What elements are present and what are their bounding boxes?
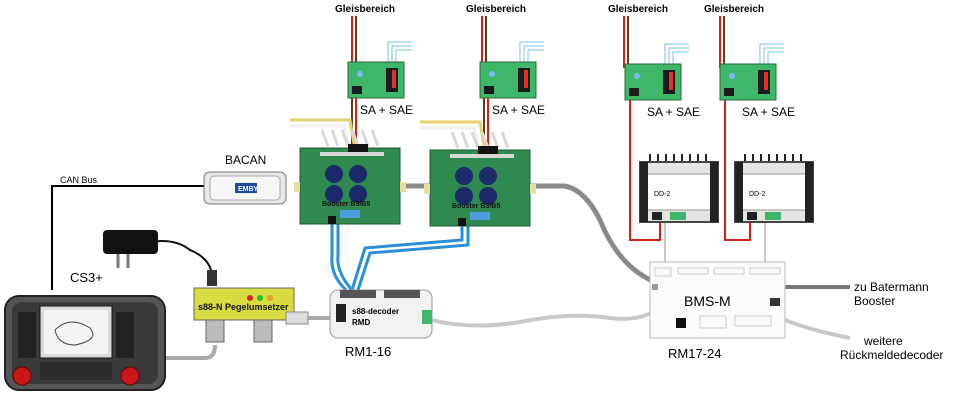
sa-sae-module-2: SA + SAE — [479, 16, 545, 117]
dd2-label-2: DD-2 — [749, 191, 765, 198]
blue-cable-1 — [330, 222, 348, 292]
sa-sae-label-4: SA + SAE — [742, 105, 795, 119]
sa-sae-module-3: SA + SAE — [623, 16, 700, 119]
bacan-label: BACAN — [225, 153, 266, 167]
cs3-right-knob-icon — [120, 366, 140, 386]
dd2-module-1: DD-2 — [639, 154, 719, 223]
booster-2: Booster B3/B5 — [420, 120, 536, 227]
bms-to-weitere-cable — [784, 318, 851, 340]
bacan-module: BACAN EMBY CAN Bus — [60, 153, 287, 205]
dd2-modules: DD-2 DD-2 — [639, 154, 814, 223]
gleisbereich-label-2: Gleisbereich — [466, 4, 526, 15]
power-adapter-icon — [103, 230, 217, 286]
cs3-device: CS3+ — [4, 270, 166, 391]
booster-label-1: Booster B3/B5 — [322, 201, 370, 208]
blue-cable-2 — [350, 225, 464, 291]
s88-decoder-label: s88-decoder — [352, 307, 399, 316]
rm1-16-label: RM1-16 — [345, 344, 391, 359]
can-bus-label: CAN Bus — [60, 175, 98, 185]
decoder-to-bms-cable — [431, 306, 662, 328]
pegelumsetzer-module: s88-N Pegelumsetzer — [193, 287, 309, 343]
blue-cable-2b — [356, 225, 470, 291]
sa-sae-module-4: SA + SAE — [719, 16, 795, 119]
batermann-label: zu Batermann — [854, 280, 929, 294]
gleisbereich-label-4: Gleisbereich — [704, 4, 764, 15]
cs3-to-pegel-cable — [165, 344, 217, 360]
adapter-cable — [149, 240, 213, 284]
booster-1: Booster B3/B5 — [290, 118, 406, 225]
blue-cable-1b — [336, 222, 354, 291]
booster-to-bms-cable — [530, 183, 661, 287]
boosters: Booster B3/B5 Booster B3/B5 — [290, 118, 536, 227]
rmd-label: RMD — [352, 318, 370, 327]
bms-m-label: BMS-M — [684, 293, 731, 309]
batermann-booster-label: Booster — [854, 294, 895, 308]
sa-sae-label-1: SA + SAE — [360, 103, 413, 117]
sa-modules: SA + SAE SA + SAE SA + SAE SA + SAE — [347, 16, 795, 150]
cs3-left-knob-icon — [12, 366, 32, 386]
gleisbereich-labels: Gleisbereich Gleisbereich Gleisbereich G… — [335, 4, 764, 15]
bms-m-module: BMS-M RM17-24 — [649, 261, 786, 361]
can-bus-line — [51, 185, 204, 290]
sa-sae-label-3: SA + SAE — [647, 105, 700, 119]
pegel-label: s88-N Pegelumsetzer — [198, 302, 289, 312]
bacan-brand: EMBY — [238, 186, 259, 193]
dd2-module-2: DD-2 — [734, 154, 814, 223]
s88-decoder-module: s88-decoder RMD RM1-16 — [329, 289, 433, 359]
gleisbereich-label-1: Gleisbereich — [335, 4, 395, 15]
rueckmelde-label: Rückmeldedecoder — [840, 348, 943, 362]
sa-sae-label-2: SA + SAE — [492, 103, 545, 117]
rm17-24-label: RM17-24 — [668, 346, 721, 361]
sa-sae-module-1: SA + SAE — [347, 16, 413, 117]
right-labels: zu Batermann Booster weitere Rückmeldede… — [840, 280, 943, 362]
booster-label-2: Booster B3/B5 — [452, 203, 500, 210]
red-wires-right — [629, 100, 766, 262]
gleisbereich-label-3: Gleisbereich — [608, 4, 668, 15]
dd2-label-1: DD-2 — [654, 191, 670, 198]
weitere-label: weitere — [863, 334, 903, 348]
cs3-label: CS3+ — [70, 270, 103, 285]
